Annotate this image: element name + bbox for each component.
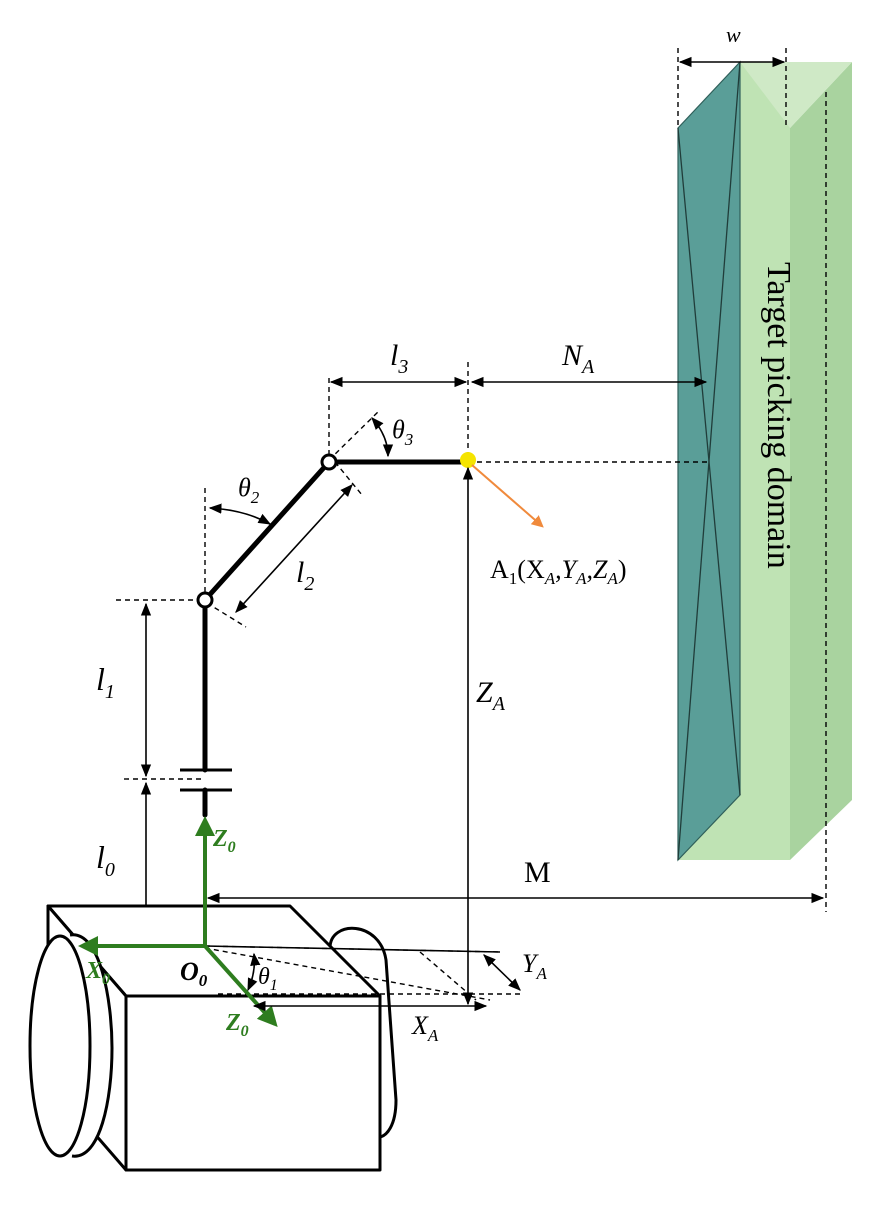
x0-label: X (85, 958, 103, 984)
svg-text:ZA: ZA (476, 676, 506, 715)
xa-label: X (411, 1011, 429, 1040)
m-label: M (524, 856, 551, 889)
joint-3 (320, 453, 338, 471)
target-picking-domain: w Target picking domain (677, 22, 852, 912)
target-domain-label: Target picking domain (760, 262, 797, 569)
joint-2 (196, 591, 214, 609)
svg-text:O0: O0 (180, 957, 208, 990)
svg-text:l0: l0 (96, 839, 115, 881)
orange-arrow (471, 464, 544, 528)
svg-text:θ2: θ2 (238, 473, 260, 507)
ya-label: Y (522, 949, 539, 978)
l2-label: l (296, 556, 304, 589)
dimensions: l3 NA θ3 θ2 l2 A1(XA,YA,ZA) l1 l0 ZA M (96, 339, 825, 1006)
z0-bottom-label: Z (225, 1010, 241, 1036)
svg-text:θ3: θ3 (392, 415, 413, 449)
svg-text:l2: l2 (296, 556, 314, 595)
a1-label: A1(XA,YA,ZA) (490, 555, 627, 588)
theta2-arc (208, 503, 272, 525)
l0-label: l (96, 839, 105, 875)
svg-text:NA: NA (561, 339, 595, 378)
w-label: w (726, 22, 741, 47)
front-wheel (28, 934, 92, 1158)
svg-text:X0: X0 (85, 958, 110, 988)
svg-text:Z0: Z0 (225, 1010, 249, 1040)
svg-text:XA: XA (411, 1011, 439, 1045)
ya-dimension (483, 954, 521, 991)
svg-text:YA: YA (522, 949, 547, 983)
svg-text:θ1: θ1 (258, 964, 278, 994)
theta1-arc (247, 952, 261, 992)
svg-text:Z0: Z0 (212, 826, 236, 856)
base-front-face (124, 994, 382, 1172)
domain-side-face (790, 62, 852, 860)
theta2-label: θ (238, 473, 251, 502)
za-label: Z (476, 676, 493, 709)
mobile-base (28, 904, 520, 1172)
end-effector-point (460, 452, 476, 468)
svg-text:l3: l3 (390, 339, 408, 378)
na-label: N (561, 339, 584, 372)
helper-lines (116, 362, 710, 780)
theta3-label: θ (392, 415, 405, 444)
z0-top-label: Z (212, 826, 228, 852)
l1-label: l (96, 661, 105, 697)
l2-dimension (235, 484, 353, 613)
robot-arm (180, 452, 544, 818)
domain-front-rect (740, 128, 790, 860)
svg-text:l1: l1 (96, 661, 115, 703)
o0-label: O (180, 957, 199, 986)
l3-label: l (390, 339, 398, 372)
theta3-arc (371, 417, 394, 458)
base-frame: Z0 X0 O0 Z0 θ1 YA XA (78, 816, 547, 1045)
theta1-label: θ (258, 964, 270, 990)
